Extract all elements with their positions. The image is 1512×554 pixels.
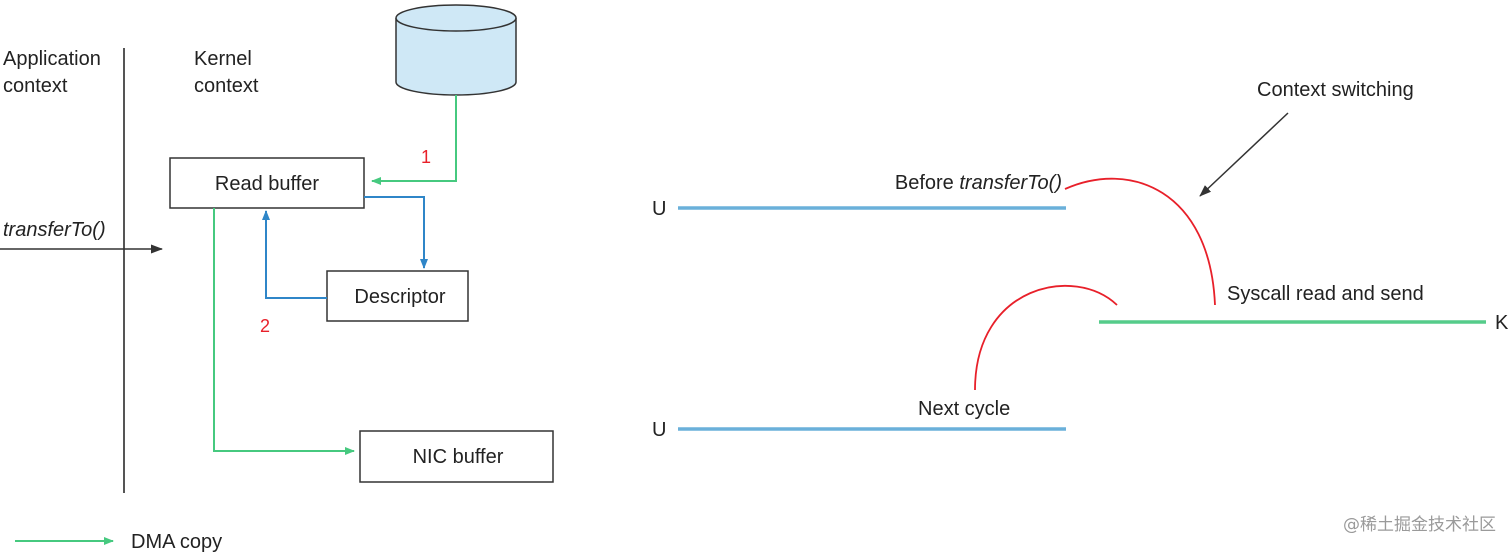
context-switch-arc-to-user [974, 285, 1118, 391]
context-switch-arc-to-kernel [1064, 177, 1216, 306]
nic-buffer-label: NIC buffer [413, 446, 504, 468]
nic-buffer-box [359, 430, 554, 483]
read-buffer-box [169, 157, 365, 209]
disk-icon [395, 4, 517, 96]
step-1-label: 1 [421, 147, 431, 167]
user-mark-bottom: U [652, 419, 666, 441]
descriptor-to-read-buffer-arrow [262, 210, 327, 299]
user-mark-top: U [652, 198, 666, 220]
descriptor-box [326, 270, 469, 322]
read-buffer-label: Read buffer [215, 173, 319, 195]
dma-copy-read-buffer-to-nic-arrow [213, 208, 355, 455]
before-transferto-label: Before transferTo() [895, 172, 1062, 194]
descriptor-label: Descriptor [354, 286, 445, 308]
before-prefix: Before [895, 172, 959, 194]
kernel-mark: K [1495, 312, 1509, 334]
context-switching-pointer [1199, 112, 1289, 197]
before-call: transferTo() [959, 172, 1062, 194]
step-2-label: 2 [260, 316, 270, 336]
app-context-label-line1: Application [3, 48, 101, 70]
app-context-label-line2: context [3, 75, 68, 97]
legend-dma-label: DMA copy [131, 531, 222, 553]
syscall-label: Syscall read and send [1227, 283, 1424, 305]
kernel-context-label-line2: context [194, 75, 259, 97]
dma-copy-disk-to-read-buffer-arrow [371, 95, 457, 185]
watermark: @稀土掘金技术社区 [1343, 515, 1496, 535]
transferto-call-label: transferTo() [3, 219, 106, 241]
read-buffer-to-descriptor-arrow [364, 196, 428, 269]
context-switching-label: Context switching [1257, 79, 1414, 101]
kernel-context-label-line1: Kernel [194, 48, 252, 70]
next-cycle-label: Next cycle [918, 398, 1010, 420]
